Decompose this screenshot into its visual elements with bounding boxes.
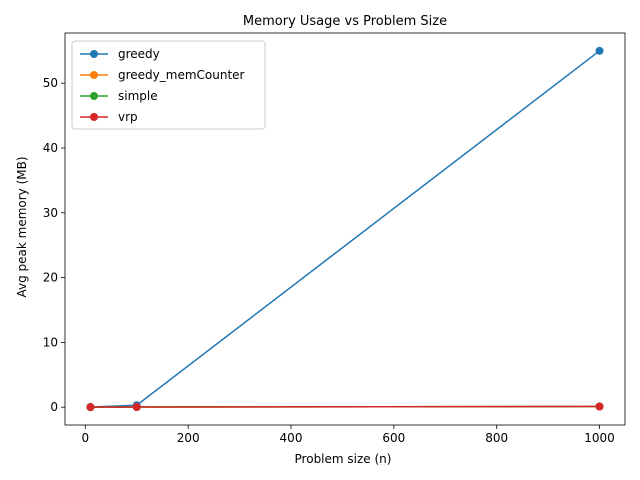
legend-label-greedy_memCounter: greedy_memCounter (118, 68, 245, 82)
y-tick-label: 10 (43, 335, 58, 349)
chart-title: Memory Usage vs Problem Size (243, 14, 447, 29)
legend-label-greedy: greedy (118, 47, 160, 61)
x-tick-label: 400 (280, 431, 303, 445)
x-axis-label: Problem size (n) (295, 452, 392, 466)
y-tick-label: 40 (43, 141, 58, 155)
x-tick-label: 1000 (584, 431, 615, 445)
axes-frame (64, 32, 626, 426)
legend-marker-greedy (90, 50, 98, 58)
legend-marker-greedy_memCounter (90, 71, 98, 79)
legend-marker-vrp (90, 113, 98, 121)
y-axis-label: Avg peak memory (MB) (15, 156, 29, 297)
legend-label-vrp: vrp (118, 110, 138, 124)
legend-marker-simple (90, 92, 98, 100)
data-point-greedy-2 (595, 46, 604, 55)
y-tick-label: 50 (43, 76, 58, 90)
legend-label-simple: simple (118, 89, 158, 103)
x-tick-label: 800 (485, 431, 508, 445)
x-tick-label: 600 (382, 431, 405, 445)
x-tick-label: 200 (177, 431, 200, 445)
x-tick-label: 0 (81, 431, 89, 445)
data-point-vrp-1 (132, 403, 141, 412)
series-layer (86, 46, 604, 412)
y-tick-label: 30 (43, 206, 58, 220)
series-line-vrp (90, 405, 600, 408)
legend-box (71, 40, 266, 130)
y-tick-label: 20 (43, 271, 58, 285)
y-tick-label: 0 (50, 400, 58, 414)
axes-layer: 0 200 400 600 800 1000 0 10 20 30 40 50 (43, 32, 626, 445)
data-point-vrp-0 (86, 403, 95, 412)
data-point-vrp-2 (595, 402, 604, 411)
